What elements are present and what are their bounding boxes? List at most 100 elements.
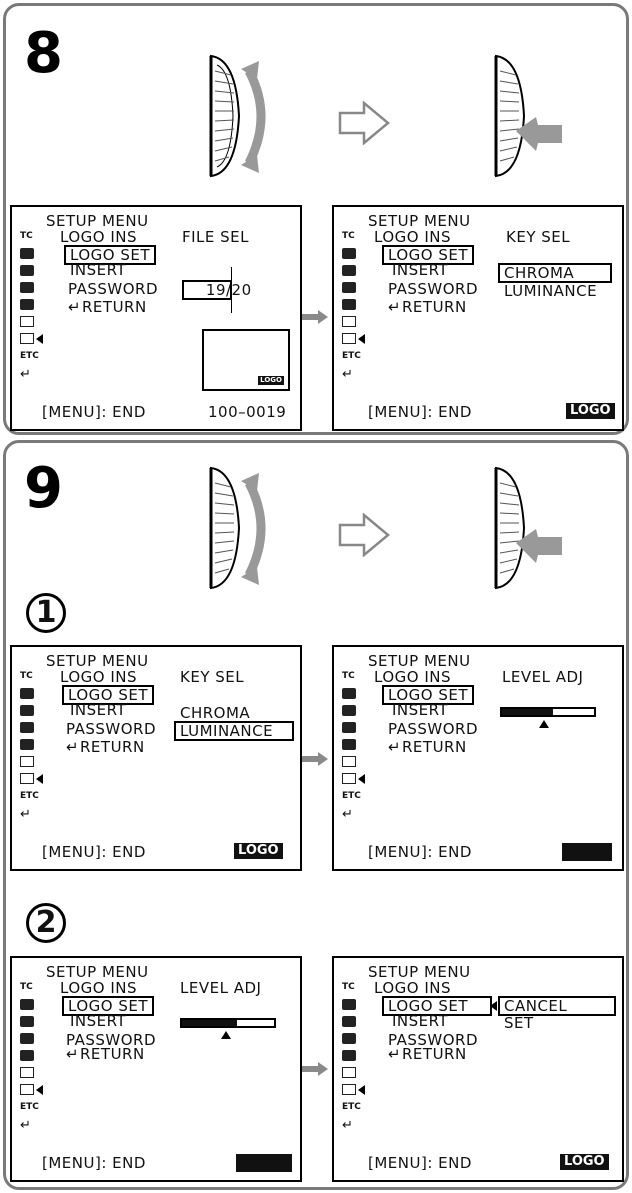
etc-icon: ETC [342,791,361,801]
setup-icon [20,773,34,784]
selected-menu-cursor-icon [36,774,43,784]
menu-item-return[interactable]: RETURN [80,738,145,756]
next-arrow-icon [338,101,390,145]
menu-footer-end: [MENU]: END [42,403,146,421]
m-icon [342,999,356,1010]
camera-icon [342,265,356,276]
tc-icon: TC [20,982,33,992]
level-fill [502,709,553,715]
selected-menu-cursor-icon [358,1085,365,1095]
menu-logo-ins: LOGO INS [374,668,451,686]
next-arrow-icon [338,513,390,557]
level-slider[interactable] [180,1018,276,1028]
level-fill [182,1020,238,1026]
step-number: 8 [24,21,63,86]
dial-rotate-icon [209,54,266,178]
menu-item-return[interactable]: RETURN [402,298,467,316]
selected-menu-cursor-icon [36,334,43,344]
menu-title: SETUP MENU [368,652,471,670]
menu-item-password[interactable]: PASSWORD [388,720,479,738]
camera-icon [20,1016,34,1027]
return-icon: ↵ [20,367,31,382]
option-chroma[interactable]: CHROMA [498,263,612,283]
dial-press-icon [494,466,562,590]
menu-item-return[interactable]: RETURN [82,298,147,316]
menu-logo-ins: LOGO INS [60,228,137,246]
menu-item-password[interactable]: PASSWORD [388,280,479,298]
menu-item-logo-set[interactable]: LOGO SET [382,245,474,265]
menu-item-insert[interactable]: INSERT [392,1012,449,1030]
level-marker-icon [539,720,549,728]
logo-badge-blank [562,843,612,861]
menu-item-insert[interactable]: INSERT [392,261,449,279]
step-number: 9 [24,456,63,521]
m-icon [20,688,34,699]
menu-logo-ins: LOGO INS [374,979,451,997]
option-luminance[interactable]: LUMINANCE [504,282,598,300]
menu-item-insert[interactable]: INSERT [70,1012,127,1030]
menu-item-insert[interactable]: INSERT [70,701,127,719]
return-arrow-icon: ↵ [66,738,80,756]
sound-icon [20,739,34,750]
m-icon [342,688,356,699]
menu-item-logo-set[interactable]: LOGO SET [64,245,156,265]
setup-icon [342,1084,356,1095]
sound-icon [342,1050,356,1061]
menu-screen-confirm: SETUP MENU LOGO INS LOGO SET INSERT PASS… [332,956,624,1182]
option-cancel[interactable]: CANCEL [498,996,616,1016]
etc-icon: ETC [342,351,361,361]
camera-icon [20,705,34,716]
tape-icon [342,1033,356,1044]
camera-icon [20,265,34,276]
disk-icon [20,1067,34,1078]
etc-icon: ETC [342,1102,361,1112]
dial-press-icon [494,54,562,178]
option-set[interactable]: SET [504,1014,534,1032]
tc-icon: TC [20,671,33,681]
menu-item-password[interactable]: PASSWORD [66,1031,157,1049]
menu-item-logo-set[interactable]: LOGO SET [382,685,474,705]
etc-icon: ETC [20,791,39,801]
menu-item-logo-set[interactable]: LOGO SET [62,996,154,1016]
setup-icon [342,333,356,344]
option-luminance[interactable]: LUMINANCE [174,721,294,741]
menu-footer-end: [MENU]: END [368,403,472,421]
disk-icon [20,316,34,327]
menu-item-password[interactable]: PASSWORD [68,280,159,298]
tape-icon [342,282,356,293]
etc-icon: ETC [20,1102,39,1112]
file-number-field[interactable]: 19 [182,280,232,300]
menu-item-return[interactable]: RETURN [80,1045,145,1063]
menu-item-logo-set[interactable]: LOGO SET [382,996,492,1016]
menu-item-return[interactable]: RETURN [402,738,467,756]
menu-item-logo-set[interactable]: LOGO SET [62,685,154,705]
camera-icon [342,705,356,716]
menu-logo-ins: LOGO INS [60,668,137,686]
menu-item-insert[interactable]: INSERT [392,701,449,719]
menu-item-return[interactable]: RETURN [402,1045,467,1063]
menu-key-sel-label: KEY SEL [180,668,245,686]
level-slider[interactable] [500,707,596,717]
return-icon: ↵ [20,807,31,822]
tc-icon: TC [342,671,355,681]
logo-badge: LOGO [560,1154,609,1170]
setup-icon [20,333,34,344]
disk-icon [342,756,356,767]
menu-item-password[interactable]: PASSWORD [66,720,157,738]
selected-menu-cursor-icon [358,774,365,784]
sound-icon [20,299,34,310]
menu-item-password[interactable]: PASSWORD [388,1031,479,1049]
dial-rotate-icon [209,466,266,590]
sound-icon [342,739,356,750]
setup-icon [20,1084,34,1095]
tape-icon [342,722,356,733]
return-icon: ↵ [342,1118,353,1133]
return-icon: ↵ [342,367,353,382]
selected-menu-cursor-icon [36,1085,43,1095]
logo-preview-box: LOGO [202,329,290,391]
return-arrow-icon: ↵ [388,1045,402,1063]
substep-1-badge: 1 [26,593,66,633]
menu-item-insert[interactable]: INSERT [70,261,127,279]
disk-icon [20,756,34,767]
option-chroma[interactable]: CHROMA [180,704,251,722]
